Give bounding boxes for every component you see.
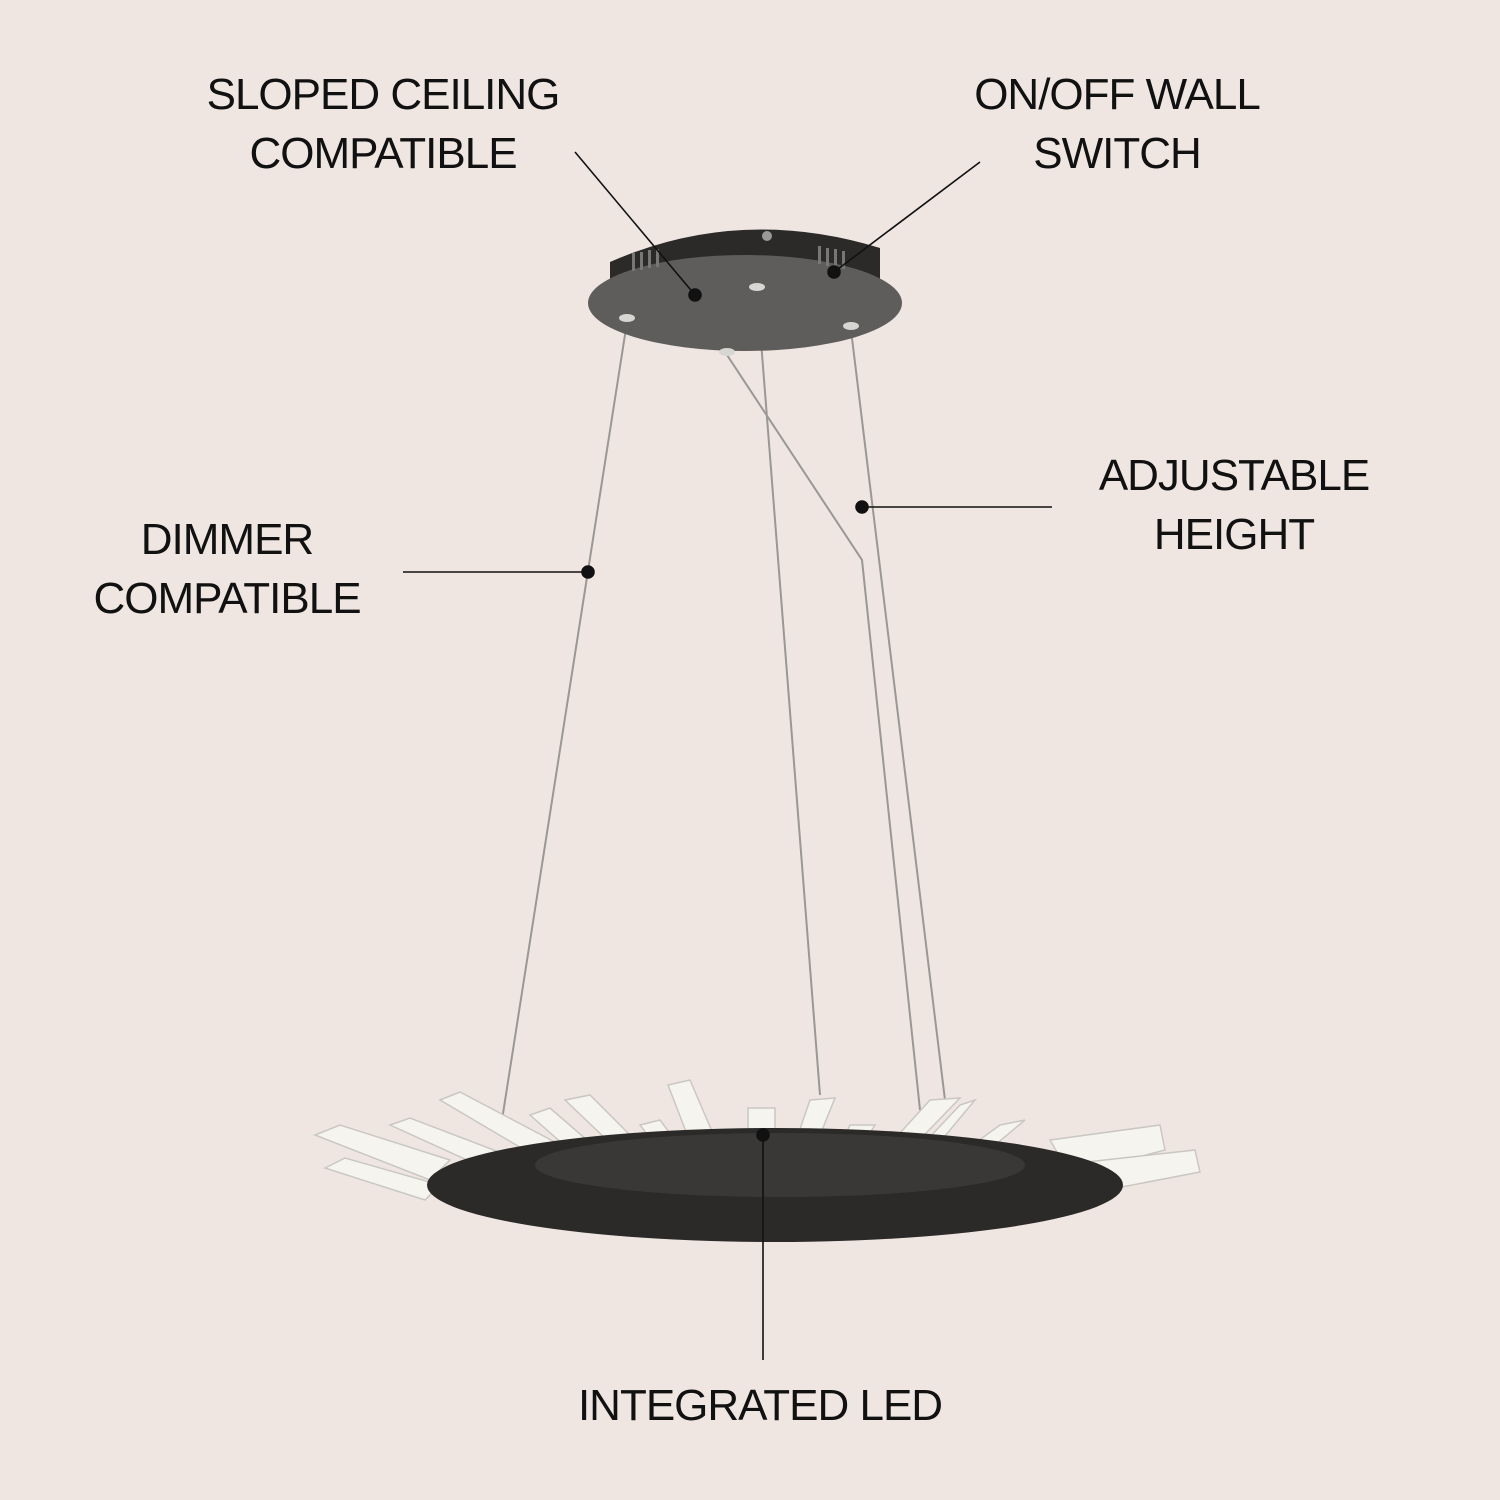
callout-line: ADJUSTABLE — [1098, 451, 1370, 500]
callout-sloped-ceiling: SLOPED CEILING COMPATIBLE — [206, 65, 561, 183]
callout-line: COMPATIBLE — [93, 574, 361, 623]
callout-line: COMPATIBLE — [249, 129, 517, 178]
callout-adjustable-height: ADJUSTABLE HEIGHT — [1098, 446, 1370, 564]
integrated-led-dot — [756, 1128, 770, 1142]
callout-line: INTEGRATED LED — [577, 1381, 943, 1430]
ring-frame — [427, 1128, 1123, 1242]
adjustable-height-dot — [855, 500, 869, 514]
callout-line: HEIGHT — [1153, 510, 1315, 559]
dimmer-dot — [581, 565, 595, 579]
callout-integrated-led: INTEGRATED LED — [577, 1376, 943, 1435]
wall-switch-dot — [827, 265, 841, 279]
callout-line: SLOPED CEILING — [206, 70, 561, 119]
suspension-wires — [501, 289, 946, 1121]
canopy — [588, 229, 902, 356]
callout-line: SWITCH — [1033, 129, 1202, 178]
callout-dimmer: DIMMER COMPATIBLE — [93, 510, 361, 628]
callout-wall-switch: ON/OFF WALL SWITCH — [974, 65, 1261, 183]
callout-line: ON/OFF WALL — [974, 70, 1261, 119]
sloped-ceiling-dot — [688, 288, 702, 302]
sloped-ceiling-leader-line — [574, 151, 696, 296]
callout-line: DIMMER — [140, 515, 314, 564]
wall-switch-leader-line — [833, 161, 981, 273]
